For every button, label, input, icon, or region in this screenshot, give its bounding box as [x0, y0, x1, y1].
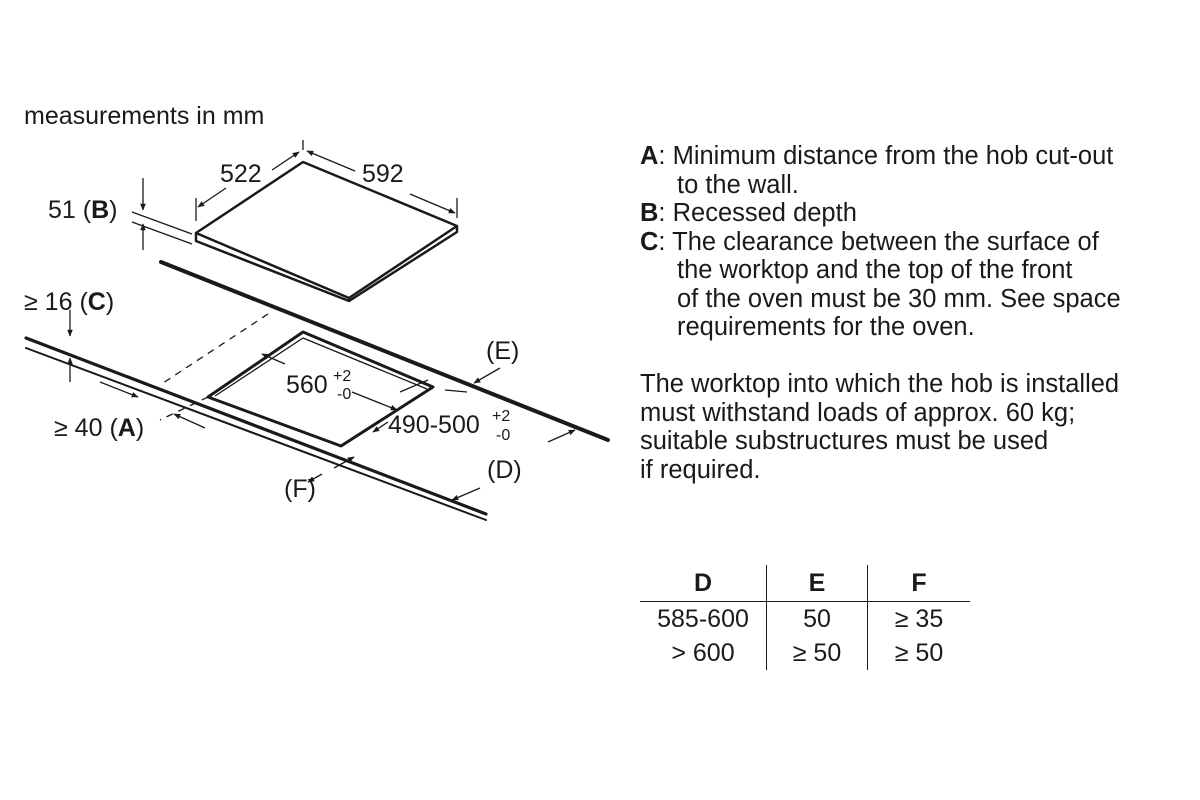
hob-outline [194, 160, 459, 303]
table-row: 585-600 50 ≥ 35 [640, 601, 970, 636]
label-d: (D) [487, 456, 522, 484]
label-f: (F) [284, 475, 316, 503]
table-header-f: F [867, 565, 970, 602]
hob-installation-diagram: measurements in mm [24, 102, 610, 521]
cutout-depth-label: 490-500 [388, 411, 480, 439]
legend-item-b: B: Recessed depth [640, 199, 857, 227]
table-header-e: E [766, 565, 868, 602]
recess-label: 51 (B) [48, 196, 117, 224]
legend-text: to the wall. [677, 170, 799, 199]
legend-text: Minimum distance from the hob cut-out [672, 142, 1114, 170]
legend-text: The clearance between the surface of [672, 227, 1099, 256]
cutout-dimension-lines [261, 353, 468, 433]
legend-item-a: A: Minimum distance from the hob cut-out… [640, 142, 1114, 199]
cutout-depth-tolerance-plus: +2 [492, 408, 510, 425]
table-header-d: D [693, 568, 713, 597]
load-note: The worktop into which the hob is instal… [640, 370, 1185, 484]
clearance-label: ≥ 16 (C) [24, 288, 114, 316]
wall-distance-label: ≥ 40 (A) [54, 414, 144, 442]
legend-letter: C [640, 227, 659, 256]
table-cell: ≥ 35 [867, 601, 970, 636]
legend-letter: A [640, 142, 659, 170]
legend-text: of the oven must be 30 mm. See space [677, 284, 1121, 313]
table-cell: ≥ 50 [867, 636, 970, 670]
legend: A: Minimum distance from the hob cut-out… [640, 142, 1185, 342]
clearance-table: D E F 585-600 50 ≥ 35 > 600 ≥ 50 ≥ 50 [640, 565, 970, 670]
table-cell: > 600 [671, 638, 735, 667]
note-line: must withstand loads of approx. 60 kg; [640, 398, 1076, 427]
recess-depth-indicator [131, 178, 193, 250]
cutout-depth-tolerance-minus: -0 [496, 427, 510, 444]
note-line: suitable substructures must be used [640, 427, 1049, 455]
legend-text: the worktop and the top of the front [677, 256, 1073, 284]
table-header-row: D E F [640, 565, 970, 602]
table-cell: 585-600 [640, 601, 767, 636]
units-note: measurements in mm [24, 102, 264, 130]
note-line: if required. [640, 455, 761, 484]
worktop-outline [24, 260, 610, 521]
cutout-width-tolerance-minus: -0 [337, 386, 351, 403]
hob-width-label: 592 [362, 160, 404, 188]
edge-dimension-lines [307, 367, 576, 501]
cutout-outline [206, 330, 435, 448]
cutout-width-label: 560 [286, 371, 328, 399]
table-row: > 600 ≥ 50 ≥ 50 [640, 636, 970, 670]
hob-depth-label: 522 [220, 160, 262, 188]
label-e: (E) [486, 337, 519, 365]
note-line: The worktop into which the hob is instal… [640, 370, 1120, 398]
hidden-lines [159, 313, 269, 421]
hob-dimension-lines [195, 140, 458, 221]
legend-letter: B [640, 199, 659, 227]
table-cell: ≥ 50 [766, 636, 868, 670]
legend-text: requirements for the oven. [677, 313, 975, 341]
wall-distance-indicator [99, 381, 206, 429]
table-cell: 50 [766, 601, 868, 636]
legend-item-c: C: The clearance between the surface of … [640, 227, 1121, 342]
legend-text: Recessed depth [672, 199, 857, 227]
cutout-width-tolerance-plus: +2 [333, 368, 351, 385]
